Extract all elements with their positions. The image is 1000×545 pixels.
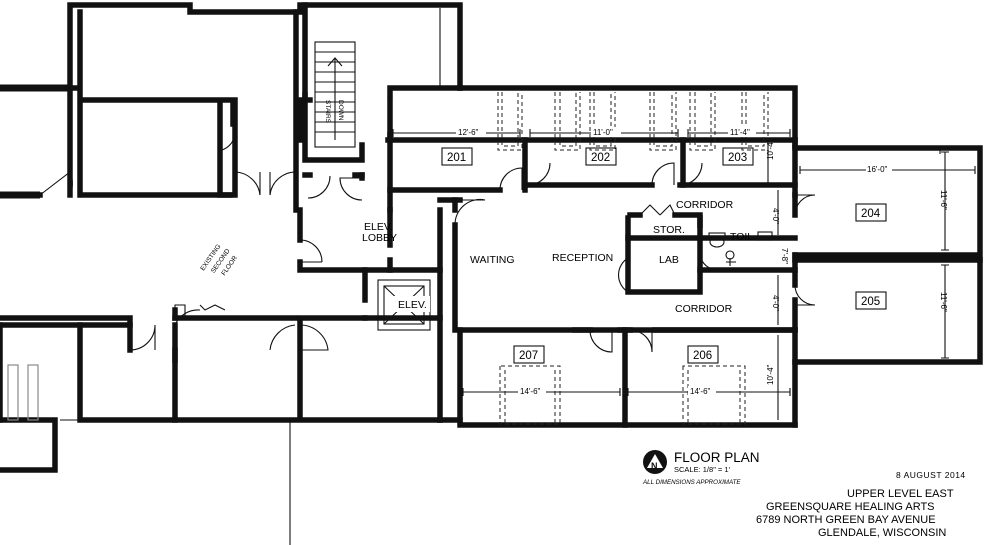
toilet-label: TOIL.: [730, 231, 756, 243]
dim-201: 12'-6": [458, 128, 479, 137]
existing-building-walls: [0, 2, 463, 545]
room-201: 201: [447, 152, 466, 164]
window-marks: [0, 8, 441, 421]
plan-scale: SCALE: 1/8" = 1': [674, 465, 731, 474]
waiting-label: WAITING: [470, 254, 515, 266]
dim-205-v: 11'-6": [939, 292, 948, 312]
storage-label: STOR.: [653, 224, 685, 236]
address-line-1: UPPER LEVEL EAST: [847, 488, 954, 500]
stairs-label-2: DOWN: [337, 100, 344, 121]
room-204: 204: [861, 208, 881, 220]
dim-206-v: 10'-4": [766, 364, 775, 385]
stairs: STAIRS DOWN: [314, 41, 356, 148]
north-arrow-icon: N: [643, 450, 667, 474]
closet-outlines: [497, 92, 769, 425]
reception-label: RECEPTION: [552, 252, 613, 264]
elev-label: ELEV.: [398, 299, 427, 311]
suite-walls: [385, 85, 983, 428]
room-203: 203: [728, 152, 747, 164]
title-block: N FLOOR PLAN SCALE: 1/8" = 1' ALL DIMENS…: [642, 450, 966, 539]
elev-lobby-label-1: ELEV.: [364, 221, 393, 233]
plan-title: FLOOR PLAN: [674, 450, 760, 465]
dim-toil: 7'-8": [780, 248, 789, 264]
dim-206: 14'-6": [690, 387, 711, 396]
existing-floor-label: EXISTING SECOND FLOOR: [199, 243, 239, 277]
dimension-labels: 12'-6" 11'-0" 11'-4" 10'-4" 16'-0" 11'-6…: [456, 127, 948, 396]
dim-203: 11'-4": [730, 128, 750, 137]
room-206: 206: [693, 350, 712, 362]
address-line-3: 6789 NORTH GREEN BAY AVENUE: [756, 514, 936, 526]
toilet-fixtures: 7'-8": [708, 231, 789, 266]
corridor-bottom-label: CORRIDOR: [675, 303, 733, 315]
dim-4ft-bottom: 4'-0": [771, 295, 780, 311]
space-labels: ELEV. LOBBY WAITING RECEPTION STOR. LAB …: [362, 199, 756, 315]
north-letter: N: [651, 461, 658, 471]
address-line-2: GREENSQUARE HEALING ARTS: [766, 501, 935, 513]
corridor-top-label: CORRIDOR: [676, 199, 734, 211]
lab-label: LAB: [659, 254, 679, 266]
plan-note: ALL DIMENSIONS APPROXIMATE: [642, 479, 741, 486]
address-line-4: GLENDALE, WISCONSIN: [818, 527, 946, 539]
plan-date: 8 AUGUST 2014: [896, 470, 966, 480]
dim-203-v: 10'-4": [766, 139, 775, 160]
dimension-lines: [392, 129, 976, 420]
dim-204-h: 16'-0": [867, 165, 888, 174]
dim-207: 14'-6": [520, 387, 541, 396]
room-205: 205: [861, 296, 880, 308]
room-207: 207: [519, 350, 538, 362]
dim-204-v: 11'-6": [939, 190, 948, 210]
elev-lobby-label-2: LOBBY: [362, 232, 397, 244]
stairs-label-1: STAIRS: [324, 100, 331, 124]
elevator: ELEV.: [377, 279, 431, 331]
room-202: 202: [591, 152, 610, 164]
dim-4ft-top: 4'-0": [771, 208, 780, 224]
left-doors: [39, 134, 363, 351]
dim-202: 11'-0": [593, 128, 613, 137]
room-numbers: 201 202 203 204 205 207 206: [441, 147, 887, 364]
suite-doors: [454, 162, 816, 353]
